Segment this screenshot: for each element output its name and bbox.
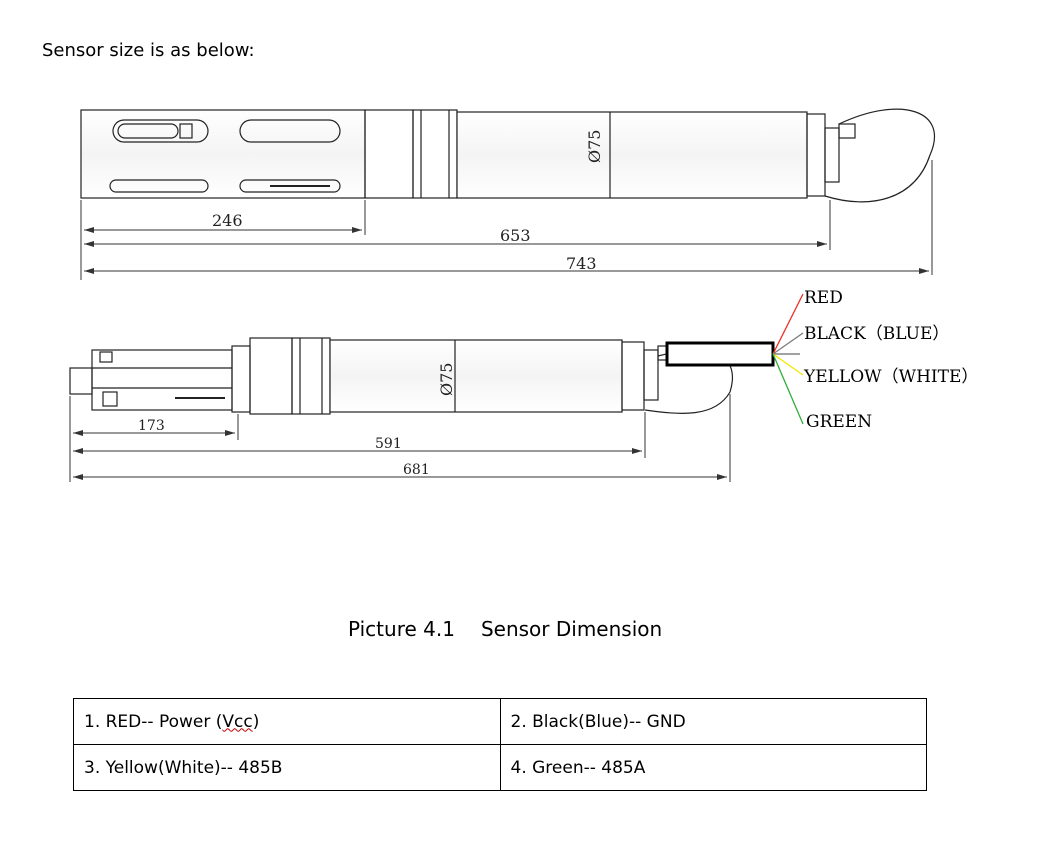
- side-dim-173: 173: [138, 418, 165, 434]
- table-row: 3. Yellow(White)-- 485B 4. Green-- 485A: [73, 744, 927, 791]
- top-dim-246: 246: [212, 211, 243, 230]
- table-cell: 2. Black(Blue)-- GND: [499, 698, 927, 745]
- coupling-ring: [364, 109, 414, 199]
- top-dimension-lines: [80, 160, 933, 280]
- side-dim-591: 591: [375, 436, 402, 452]
- table-cell: 3. Yellow(White)-- 485B: [73, 744, 501, 791]
- table-cell: 1. RED-- Power (Vcc): [73, 698, 501, 745]
- cable-sleeve: [665, 341, 775, 367]
- spellcheck-mark: Vcc: [222, 711, 253, 732]
- top-diameter-label: Ø75: [585, 130, 604, 163]
- intro-text: Sensor size is as below:: [42, 40, 255, 61]
- wire-fanout: [772, 293, 804, 425]
- guard-cage: [80, 109, 366, 199]
- figure-caption: Picture 4.1 Sensor Dimension: [348, 617, 662, 641]
- wire-black: [772, 332, 804, 355]
- sensor-top-view: [80, 108, 936, 203]
- caption-title: Sensor Dimension: [480, 617, 663, 641]
- wire-red: [772, 293, 804, 355]
- top-dim-743: 743: [566, 254, 597, 273]
- wire-label-yellow: YELLOW（WHITE）: [803, 367, 978, 387]
- wiring-table: 1. RED-- Power (Vcc) 2. Black(Blue)-- GN…: [73, 698, 927, 791]
- top-dim-653: 653: [500, 226, 531, 245]
- table-row: 1. RED-- Power (Vcc) 2. Black(Blue)-- GN…: [73, 698, 927, 745]
- wire-label-red: RED: [804, 288, 843, 308]
- sensor-dimension-drawing: Ø75 246 653 743 Ø75: [69, 108, 978, 482]
- wire-yellow: [772, 353, 804, 376]
- side-dim-681: 681: [403, 462, 430, 478]
- sensor-body: [456, 111, 808, 199]
- caption-number: Picture 4.1: [348, 617, 455, 641]
- side-dimension-lines: [69, 394, 731, 482]
- side-diameter-label: Ø75: [437, 363, 456, 396]
- wire-green: [772, 353, 804, 425]
- side-sensor-body: [329, 339, 623, 413]
- sensor-side-view: [69, 337, 734, 415]
- wire-label-black: BLACK（BLUE）: [804, 324, 949, 344]
- table-cell: 4. Green-- 485A: [499, 744, 927, 791]
- wire-label-green: GREEN: [806, 412, 872, 432]
